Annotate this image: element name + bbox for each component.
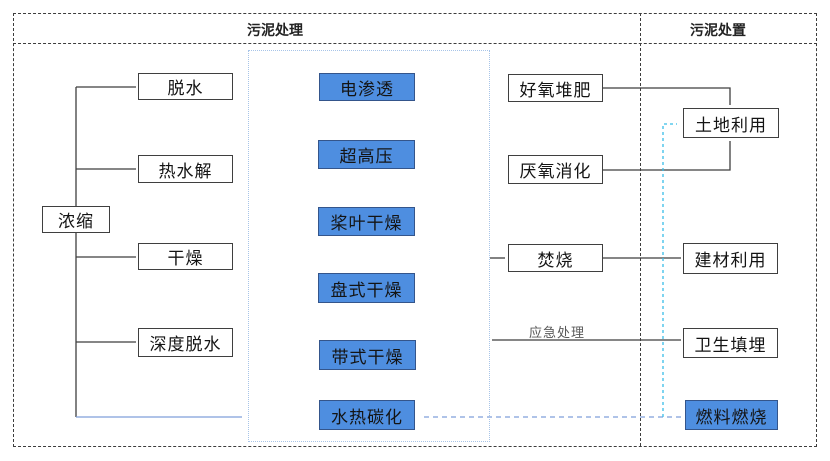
emergency-treatment-label: 应急处理 (528, 325, 586, 340)
advanced-treatment-group-frame (248, 50, 490, 442)
node-dewatering: 脱水 (138, 73, 233, 100)
node-aerobic-composting: 好氧堆肥 (508, 74, 603, 102)
node-incineration: 焚烧 (508, 244, 603, 272)
node-paddle-drying: 桨叶干燥 (318, 207, 415, 236)
node-electro-osmosis: 电渗透 (319, 73, 415, 101)
node-disc-drying: 盘式干燥 (318, 273, 415, 303)
node-hydrothermal-carbonization: 水热碳化 (319, 400, 415, 430)
header-divider-line (13, 43, 817, 44)
edge-carbonization-to-land-use (662, 123, 677, 417)
node-land-use: 土地利用 (683, 108, 779, 138)
node-sanitary-landfill: 卫生填埋 (683, 328, 778, 358)
edge-digestion-to-land-use (603, 141, 731, 171)
section-separator-line (640, 13, 641, 446)
node-building-material-use: 建材利用 (683, 243, 778, 274)
node-drying: 干燥 (138, 243, 233, 270)
node-fuel-combustion: 燃料燃烧 (685, 400, 778, 430)
node-deep-dewatering: 深度脱水 (138, 328, 233, 357)
outer-dashed-frame (13, 13, 817, 447)
edge-composting-to-land-use (603, 87, 731, 105)
node-belt-drying: 带式干燥 (319, 340, 416, 370)
node-anaerobic-digestion: 厌氧消化 (508, 155, 603, 184)
node-ultra-high-pressure: 超高压 (318, 140, 415, 169)
section-title-treatment: 污泥处理 (247, 22, 303, 38)
node-thickening: 浓缩 (42, 206, 110, 233)
node-thermal-hydrolysis: 热水解 (138, 155, 233, 183)
section-title-disposal: 污泥处置 (690, 22, 746, 38)
